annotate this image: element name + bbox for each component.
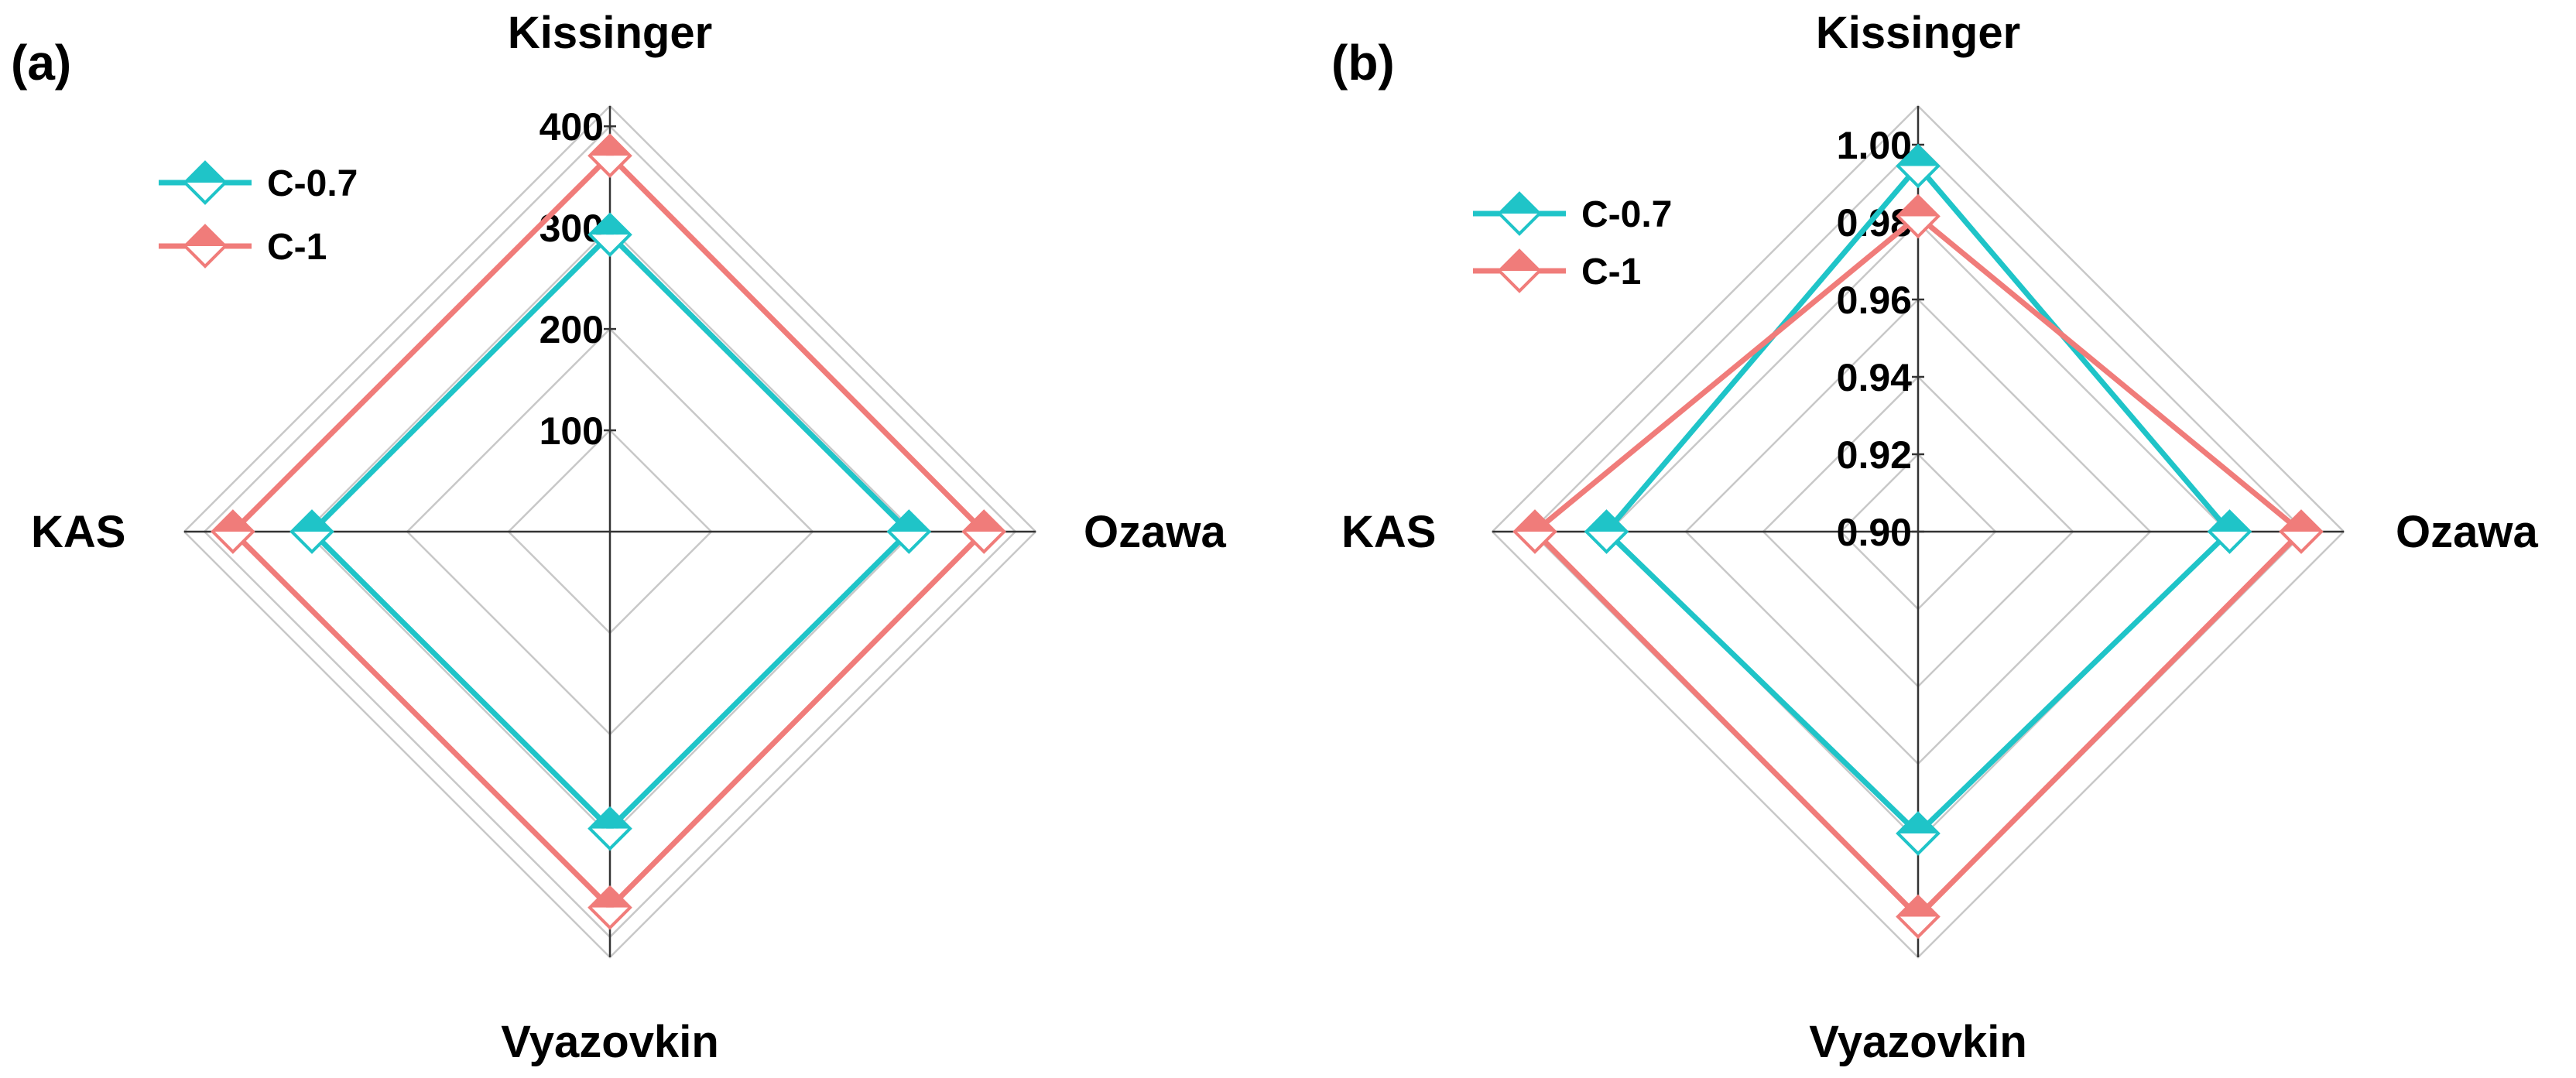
legend-label: C-0.7: [1581, 194, 1672, 235]
axis-label-ozawa: Ozawa: [2396, 507, 2538, 557]
data-point: [1896, 143, 1941, 189]
tick-label: 0.96: [1837, 279, 1912, 322]
tick-label: 0.94: [1837, 356, 1913, 399]
data-point: [1584, 509, 1629, 554]
data-point: [961, 509, 1007, 554]
legend-marker: [183, 160, 228, 205]
legend-entry: C-1: [159, 224, 327, 269]
data-point: [587, 806, 632, 851]
tick-label: 400: [540, 105, 604, 149]
data-point: [1896, 193, 1941, 239]
axis-label-kissinger: Kissinger: [508, 8, 712, 58]
tick-label: 100: [540, 409, 604, 453]
data-point: [587, 133, 632, 179]
series-c-0-7: [289, 212, 932, 851]
tick-label: 0.92: [1837, 433, 1912, 477]
axis-label-vyazovkin: Vyazovkin: [1809, 1017, 2027, 1067]
series-c-1: [1512, 193, 2324, 939]
legend: C-0.7C-1: [1473, 191, 1672, 293]
axis-label-vyazovkin: Vyazovkin: [501, 1017, 719, 1067]
series-c-1: [211, 133, 1007, 930]
series-c-0-7: [1584, 143, 2252, 856]
data-point: [211, 509, 255, 554]
legend-label: C-1: [267, 227, 327, 268]
legend-entry: C-1: [1473, 248, 1641, 293]
data-point: [1512, 509, 1557, 554]
legend-label: C-0.7: [267, 163, 358, 204]
radar-chart-b: 0.90 0.92 0.94 0.96 0.98 1.00 KissingerOzawaVy…: [1331, 8, 2538, 1067]
tick-label: 0.90: [1837, 511, 1912, 554]
axis-label-kas: KAS: [31, 507, 125, 557]
panel-label: (a): [11, 35, 71, 91]
legend-entry: C-0.7: [159, 160, 358, 205]
data-point: [2279, 509, 2324, 554]
legend-marker: [1497, 191, 1542, 236]
axis-label-kissinger: Kissinger: [1816, 8, 2020, 58]
axis-label-kas: KAS: [1341, 507, 1436, 557]
panel-label: (b): [1331, 35, 1395, 91]
data-point: [1896, 811, 1941, 856]
legend-entry: C-0.7: [1473, 191, 1672, 236]
data-point: [1896, 894, 1941, 939]
data-point: [886, 509, 932, 554]
legend-marker: [183, 224, 228, 269]
radar-chart-a: 100200300400KissingerOzawaVyazovkinKAS(a…: [11, 8, 1226, 1067]
legend: C-0.7C-1: [159, 160, 358, 269]
tick-label: 0.98: [1837, 201, 1912, 245]
data-point: [587, 212, 632, 258]
tick-label: 1.00: [1837, 124, 1912, 167]
legend-marker: [1497, 248, 1542, 293]
data-point: [587, 885, 632, 930]
data-point: [2207, 509, 2252, 554]
data-point: [289, 509, 334, 554]
axis-label-ozawa: Ozawa: [1084, 507, 1226, 557]
legend-label: C-1: [1581, 252, 1641, 293]
tick-label: 200: [540, 308, 604, 351]
